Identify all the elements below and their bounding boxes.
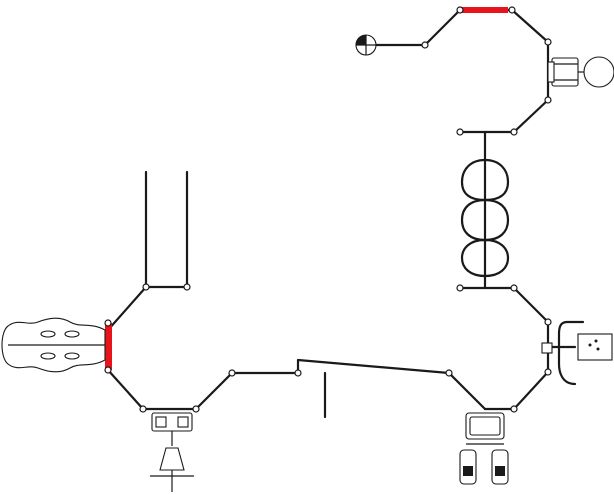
ring-toy-icon bbox=[355, 34, 377, 56]
bell-seat-station-icon bbox=[150, 412, 194, 492]
twin-seat-station-icon bbox=[459, 412, 509, 485]
spinner-disc-station-icon bbox=[547, 56, 614, 88]
highlight-segment-left bbox=[105, 323, 112, 370]
rail-network bbox=[106, 8, 550, 419]
crawl-tunnel-icon bbox=[1, 317, 106, 373]
highlight-segment-top bbox=[460, 7, 508, 13]
activity-panel-station-icon bbox=[541, 320, 613, 386]
rail-joints bbox=[104, 6, 552, 413]
serpentine-climber bbox=[460, 158, 510, 278]
